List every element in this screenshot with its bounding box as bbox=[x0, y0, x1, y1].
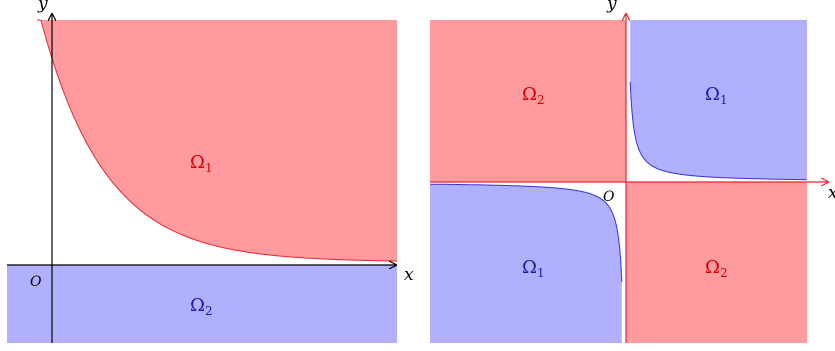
right-region-bottom-left-label: Ω1 bbox=[522, 257, 545, 280]
left-region-omega1-label: Ω1 bbox=[190, 152, 213, 175]
left-boundary-curve bbox=[37, 19, 397, 262]
right-region-top-right-fill bbox=[630, 20, 807, 180]
right-region-top-left-fill bbox=[430, 20, 626, 182]
left-y-axis-label: y bbox=[37, 0, 48, 14]
right-region-top-right-label: Ω1 bbox=[705, 84, 728, 107]
right-x-axis-label: x bbox=[828, 183, 835, 203]
left-origin-label: O bbox=[30, 274, 42, 290]
right-y-axis-label: y bbox=[606, 0, 617, 14]
left-region-omega2-fill bbox=[7, 265, 397, 343]
right-boundary-curve-top-right bbox=[629, 81, 807, 181]
left-region-omega1-fill bbox=[37, 20, 397, 261]
left-x-axis-label: x bbox=[404, 265, 414, 285]
left-region-omega2-label: Ω2 bbox=[190, 295, 213, 318]
right-region-bottom-left-fill bbox=[430, 184, 622, 343]
right-region-top-left-label: Ω2 bbox=[522, 84, 545, 107]
right-panel: x y O Ω2 Ω1 Ω1 Ω2 bbox=[430, 0, 835, 343]
right-boundary-curve-bottom-left bbox=[430, 183, 623, 283]
right-region-bottom-right-label: Ω2 bbox=[705, 257, 728, 280]
right-origin-label: O bbox=[603, 189, 615, 205]
right-region-bottom-right-fill bbox=[626, 182, 807, 343]
left-panel: x y O Ω1 Ω2 bbox=[7, 0, 414, 343]
